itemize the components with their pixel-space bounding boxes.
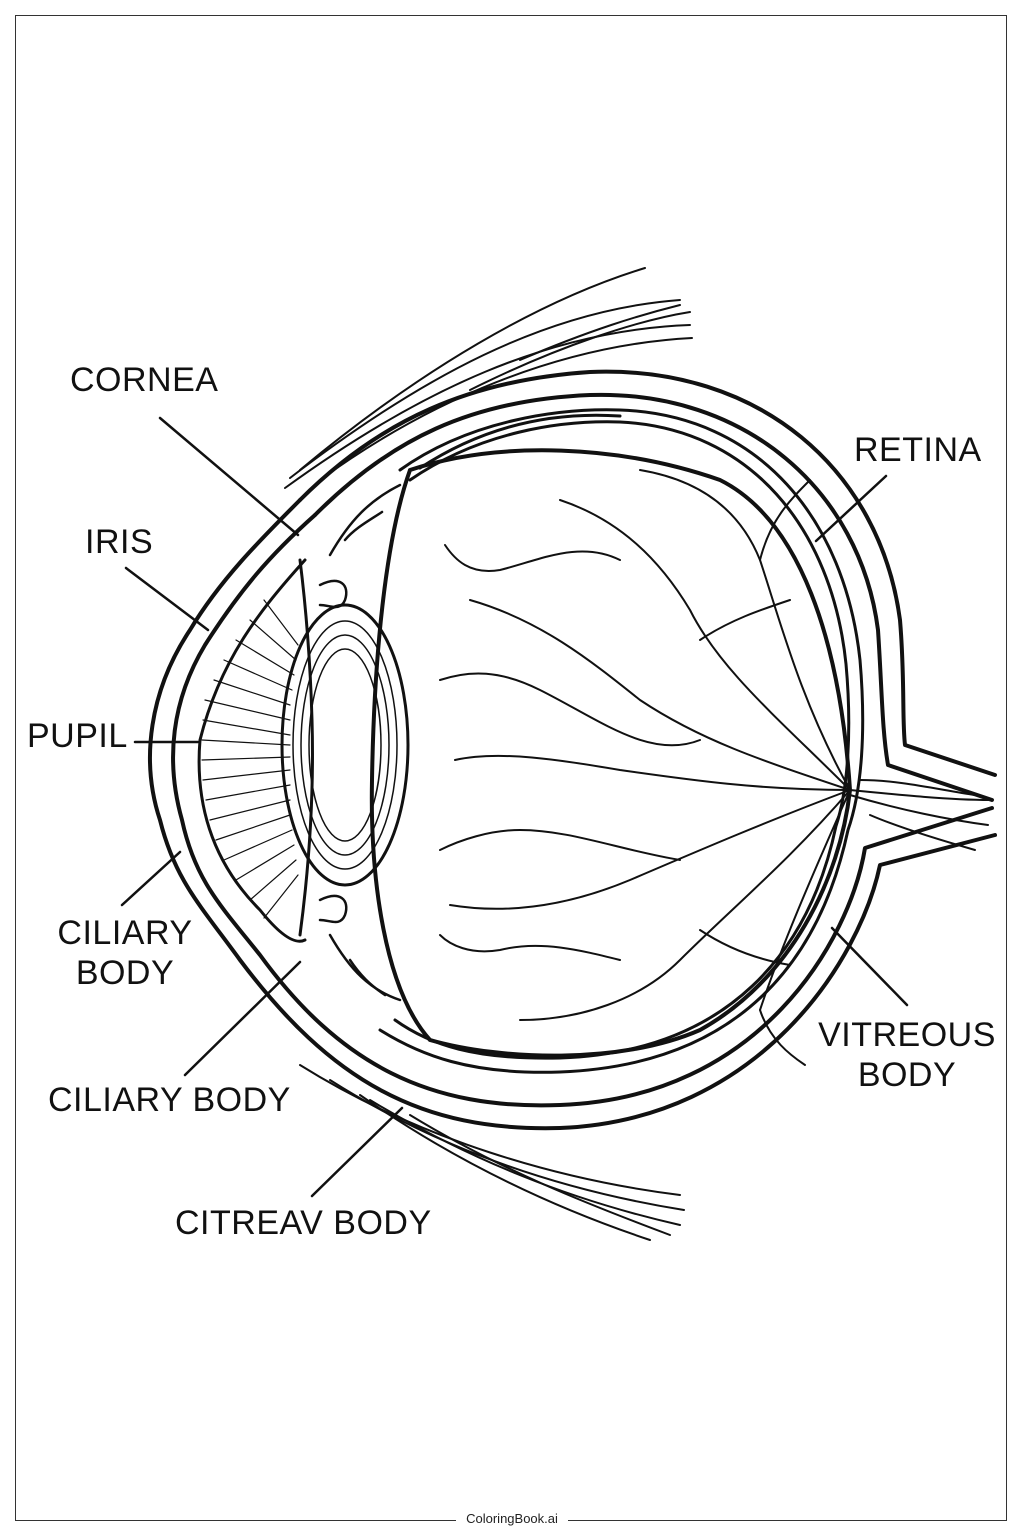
label-ciliary-body-upper: CILIARY BODY bbox=[57, 914, 193, 992]
label-cornea: CORNEA bbox=[70, 361, 219, 399]
retinal-vessels bbox=[439, 469, 851, 1066]
sclera-outline bbox=[148, 369, 997, 1131]
label-ciliary-body-lower: CILIARY BODY bbox=[48, 1081, 291, 1119]
retina-layers bbox=[378, 408, 865, 1074]
footer: ColoringBook.ai bbox=[0, 1511, 1024, 1531]
label-iris: IRIS bbox=[85, 523, 154, 561]
ciliary-body bbox=[318, 483, 402, 1002]
brand-watermark: ColoringBook.ai bbox=[456, 1511, 568, 1526]
page-frame bbox=[15, 15, 1007, 1521]
label-citreav-body: CITREAV BODY bbox=[175, 1204, 432, 1242]
label-vitreous-body: VITREOUS BODY bbox=[818, 1016, 996, 1094]
lens bbox=[280, 603, 410, 887]
cornea-front bbox=[197, 558, 314, 943]
label-retina: RETINA bbox=[854, 431, 982, 469]
lower-muscle-bands bbox=[299, 1064, 685, 1241]
vitreous-outline bbox=[369, 448, 852, 1058]
iris-fibers bbox=[201, 599, 299, 919]
upper-muscle-bands bbox=[284, 267, 693, 489]
optic-nerve bbox=[849, 779, 991, 851]
label-pupil: PUPIL bbox=[27, 717, 128, 755]
leader-lines bbox=[120, 416, 909, 1198]
